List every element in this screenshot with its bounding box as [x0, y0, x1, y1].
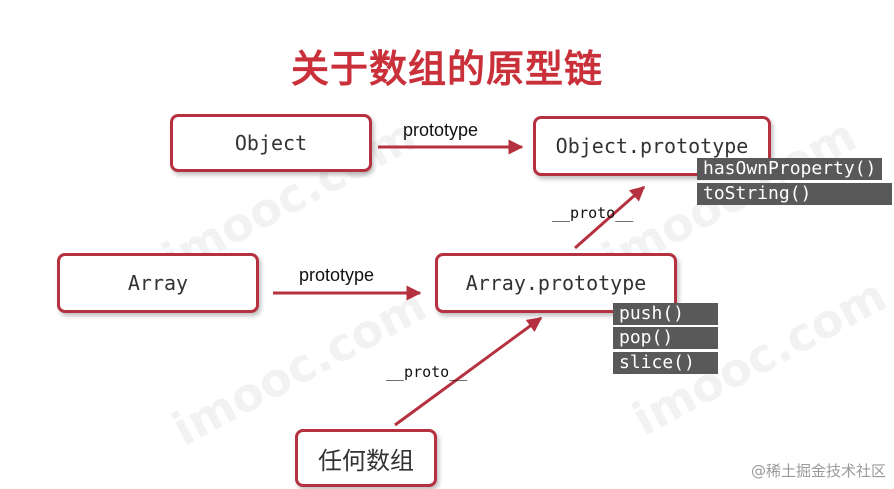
- any-array-node: 任何数组: [295, 429, 437, 487]
- method-slice: slice(): [613, 352, 718, 374]
- method-push: push(): [613, 303, 718, 325]
- array-node: Array: [57, 253, 259, 313]
- footer-credit: @稀土掘金技术社区: [750, 462, 886, 480]
- label-any-array-proto: __proto__: [386, 363, 468, 381]
- arrow-array-proto-to-object-prototype: [574, 185, 646, 250]
- method-has-own-property: hasOwnProperty(): [697, 158, 883, 180]
- diagram-title: 关于数组的原型链: [290, 47, 603, 91]
- label-array-prototype-proto: __proto__: [552, 204, 634, 222]
- arrow-any-array-proto: [394, 316, 543, 427]
- object-node: Object: [170, 114, 372, 172]
- label-object-prototype: prototype: [403, 120, 479, 140]
- array-prototype-node: Array.prototype: [435, 253, 677, 313]
- method-pop: pop(): [613, 327, 718, 349]
- method-to-string: toString(): [697, 183, 892, 205]
- label-array-prototype: prototype: [299, 265, 375, 285]
